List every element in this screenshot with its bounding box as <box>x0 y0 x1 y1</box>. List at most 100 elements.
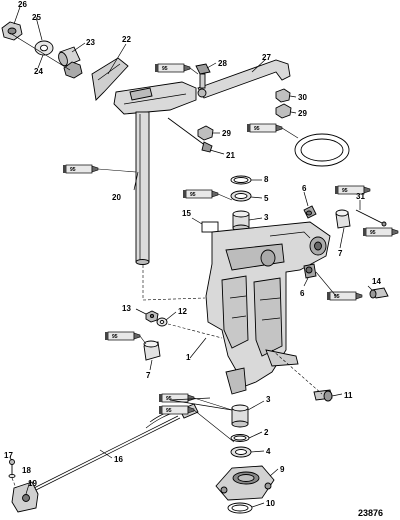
callout-22: 22 <box>122 35 131 44</box>
sealant-leader-line <box>193 409 235 443</box>
seal-4 <box>230 446 252 458</box>
sealant-leader-line <box>193 397 233 411</box>
sealant-tube-crimp <box>247 124 250 132</box>
sealant-tube-label: 95 <box>166 408 172 414</box>
sealant-tube: 95 <box>247 123 299 139</box>
pin-31 <box>355 209 387 227</box>
sealant-leader-line <box>281 127 299 139</box>
callout-3-top: 3 <box>264 213 269 222</box>
sealant-tube-crimp <box>327 292 330 300</box>
swivel-top-arm <box>113 81 197 115</box>
reference-number: 23876 <box>358 508 383 518</box>
callout-28: 28 <box>218 59 227 68</box>
sealant-tube-label: 95 <box>112 334 118 340</box>
sealant-tube-crimp <box>159 406 162 414</box>
bushing-6-upper <box>303 205 317 219</box>
sealant-tube: 95 <box>159 405 235 443</box>
sealant-tube-crimp <box>183 190 186 198</box>
callout-8: 8 <box>264 175 269 184</box>
sealant-leader-line <box>217 193 233 201</box>
sealant-tube-nozzle <box>355 292 363 300</box>
callout-6-top: 6 <box>302 184 307 193</box>
sealant-tube-nozzle <box>275 124 283 132</box>
sealant-tube-nozzle <box>211 190 219 198</box>
sealant-tube: 95 <box>183 189 233 201</box>
callout-12: 12 <box>178 307 187 316</box>
sealant-tube: 95 <box>155 63 199 75</box>
callout-18: 18 <box>22 466 31 475</box>
sealant-tube: 95 <box>105 331 147 345</box>
callout-17: 17 <box>4 451 13 460</box>
bolt-21 <box>167 117 213 153</box>
callout-11: 11 <box>344 391 353 400</box>
callout-29-top: 29 <box>298 109 307 118</box>
sealant-tube: 95 <box>363 227 399 237</box>
callout-7-left: 7 <box>146 371 151 380</box>
callout-29-mid: 29 <box>222 129 231 138</box>
bushing-7-upper <box>335 209 351 229</box>
sealant-tube: 95 <box>159 393 233 411</box>
bushing-3-top <box>232 210 250 232</box>
bracket-19 <box>11 481 39 513</box>
washer-10 <box>227 502 253 514</box>
bushing-6-lower <box>303 263 317 279</box>
sealant-tube-label: 95 <box>370 230 376 236</box>
sender-harness-16 <box>25 403 199 495</box>
bushing-3-lower <box>231 404 249 428</box>
nut-30 <box>275 88 291 103</box>
sealant-tube-nozzle <box>187 394 195 402</box>
callout-19: 19 <box>28 479 37 488</box>
callout-5: 5 <box>264 194 269 203</box>
callout-24: 24 <box>34 67 43 76</box>
bushing-23 <box>58 46 81 67</box>
bolt-28 <box>195 63 211 89</box>
washer-2 <box>230 434 250 442</box>
sealant-tube-nozzle <box>133 332 141 340</box>
block-15 <box>201 221 219 233</box>
callout-16: 16 <box>114 455 123 464</box>
sealant-tube-crimp <box>159 394 162 402</box>
sealant-leader-line <box>139 335 147 345</box>
callout-31: 31 <box>356 192 365 201</box>
bolt-11-dash <box>271 349 323 395</box>
callout-27: 27 <box>262 53 271 62</box>
sealant-tube-label: 95 <box>70 167 76 173</box>
sealant-tube-label: 95 <box>162 66 168 72</box>
callout-25: 25 <box>32 13 41 22</box>
callout-3-lower: 3 <box>266 395 271 404</box>
pin-14 <box>369 287 389 299</box>
washer-12 <box>156 317 168 327</box>
steering-shaft-20 <box>135 111 150 265</box>
sealant-tube-nozzle <box>187 406 195 414</box>
screw-dash <box>11 477 17 489</box>
steering-arm-9 <box>215 465 275 501</box>
bolt-11 <box>313 389 333 402</box>
callout-2: 2 <box>264 428 269 437</box>
callout-20: 20 <box>112 193 121 202</box>
callout-4: 4 <box>266 447 271 456</box>
sealant-tube-nozzle <box>183 64 191 72</box>
shaft-dash-line-2 <box>142 297 206 301</box>
sealant-leader-line <box>97 168 137 173</box>
sealant-leader-line <box>315 271 337 297</box>
sealant-tube-crimp <box>105 332 108 340</box>
sealant-tube-label: 95 <box>254 126 260 132</box>
callout-10: 10 <box>266 499 275 508</box>
callout-15: 15 <box>182 209 191 218</box>
leader-lines <box>9 6 373 508</box>
sealant-tube: 95 <box>63 164 137 174</box>
callout-9: 9 <box>280 465 285 474</box>
sealant-tube: 95 <box>335 185 371 195</box>
sealant-tube-nozzle <box>391 228 399 236</box>
washer-25 <box>34 40 54 56</box>
callout-6-lower: 6 <box>300 289 305 298</box>
steering-link-27 <box>197 59 291 99</box>
callout-7-right: 7 <box>338 249 343 258</box>
bushing-7-lower <box>143 340 161 361</box>
washer-dash <box>167 323 223 339</box>
sealant-tube: 95 <box>315 271 363 301</box>
large-o-ring <box>294 133 350 167</box>
washer-18 <box>8 473 16 479</box>
